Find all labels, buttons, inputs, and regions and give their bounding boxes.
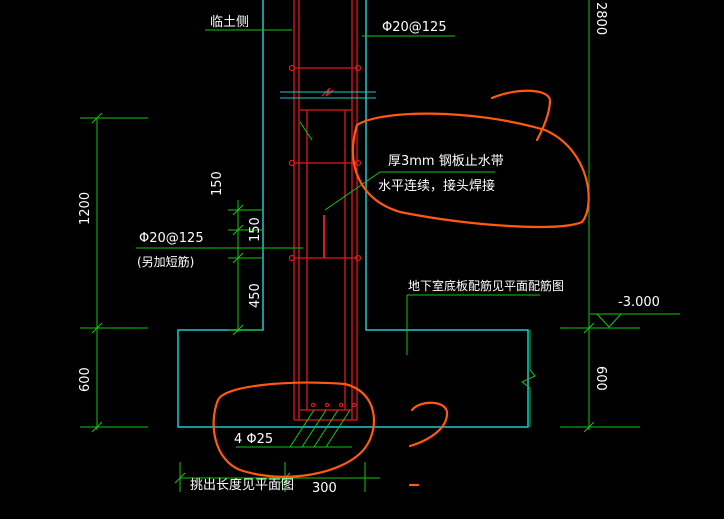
dim-150-a: 150 <box>210 171 225 196</box>
markup-question-bottom <box>408 401 449 448</box>
waterstop-label-line1: 厚3mm 钢板止水带 <box>388 154 504 169</box>
dim-300: 300 <box>312 481 337 496</box>
top-label: 临土侧 <box>210 15 249 30</box>
markup-question-top <box>490 89 552 142</box>
dim-450: 450 <box>248 283 263 308</box>
dim-150-b: 150 <box>248 217 263 242</box>
waterstop-label-line2: 水平连续，接头焊接 <box>378 178 495 194</box>
dim-1200: 1200 <box>78 192 93 225</box>
top-rebar-label: Φ20@125 <box>382 20 447 35</box>
wall-outline <box>177 0 529 428</box>
text-labels: 临土侧 Φ20@125 厚3mm 钢板止水带 水平连续，接头焊接 Φ20@125… <box>78 2 660 496</box>
markup-ellipse-waterstop <box>351 112 590 229</box>
slab-note: 地下室底板配筋见平面配筋图 <box>408 278 564 293</box>
bottom-rebar-label: 4 Φ25 <box>234 432 273 447</box>
bottom-note: 挑出长度见平面图 <box>190 477 294 493</box>
elevation-label: -3.000 <box>618 295 660 310</box>
markup-ellipse-bottom <box>212 381 376 478</box>
markup-annotations <box>212 89 590 487</box>
dimension-lines <box>80 0 680 492</box>
side-rebar-note: (另加短筋) <box>137 254 194 269</box>
rebar-dots <box>288 64 362 408</box>
dim-2800: 2800 <box>593 2 608 35</box>
dim-600-left: 600 <box>78 367 93 392</box>
side-rebar-label: Φ20@125 <box>139 231 204 246</box>
dim-600-right: 600 <box>593 366 608 391</box>
